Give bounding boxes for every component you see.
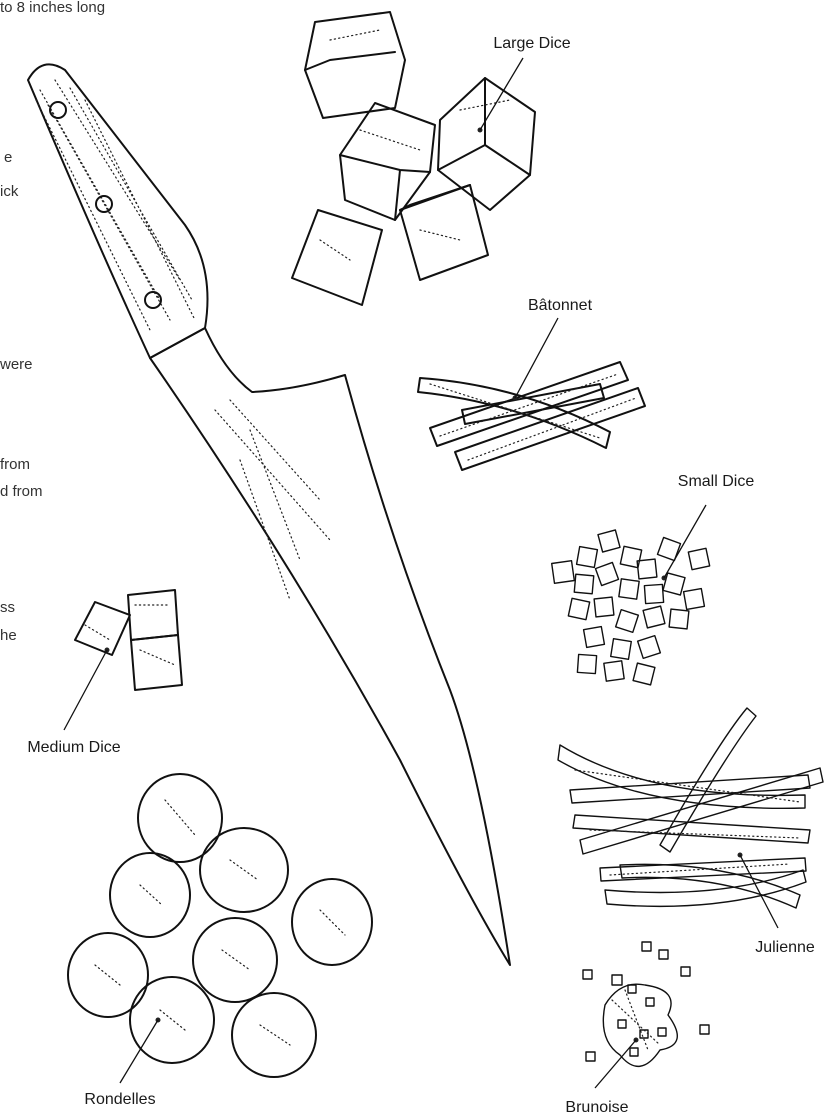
medium-dice-group (75, 590, 182, 690)
fragment-3: were (0, 356, 33, 373)
fragment-5: d from (0, 483, 43, 500)
rondelles-leader (120, 1020, 158, 1083)
small-dice-leader (664, 505, 706, 578)
large-dice-label: Large Dice (493, 35, 570, 52)
large-dice-group (292, 12, 535, 305)
julienne-label: Julienne (755, 939, 815, 956)
chef-knife (28, 64, 510, 965)
small-dice-group (552, 530, 710, 685)
blade-shading (215, 400, 330, 600)
rondelles-label: Rondelles (84, 1091, 155, 1108)
batonnet-label: Bâtonnet (528, 297, 593, 314)
rondelles-group (68, 774, 372, 1077)
brunoise-label: Brunoise (565, 1099, 628, 1116)
brunoise-group (583, 942, 709, 1066)
knife-blade (150, 328, 510, 965)
batonnet-group (418, 362, 645, 470)
rivet-icon (96, 196, 112, 212)
fragment-4: from (0, 456, 30, 473)
medium-dice-label: Medium Dice (27, 739, 120, 756)
fragment-top: to 8 inches long (0, 0, 105, 16)
medium-dice-leader (64, 650, 107, 730)
small-dice-label: Small Dice (678, 473, 755, 490)
large-dice-leader (480, 58, 523, 130)
fragment-1: e (4, 149, 12, 166)
rivet-icon (50, 102, 66, 118)
fragment-7: he (0, 627, 17, 644)
fragment-6: ss (0, 599, 15, 616)
knife-handle (28, 64, 208, 358)
julienne-group (558, 708, 823, 908)
fragment-2: ick (0, 183, 19, 200)
